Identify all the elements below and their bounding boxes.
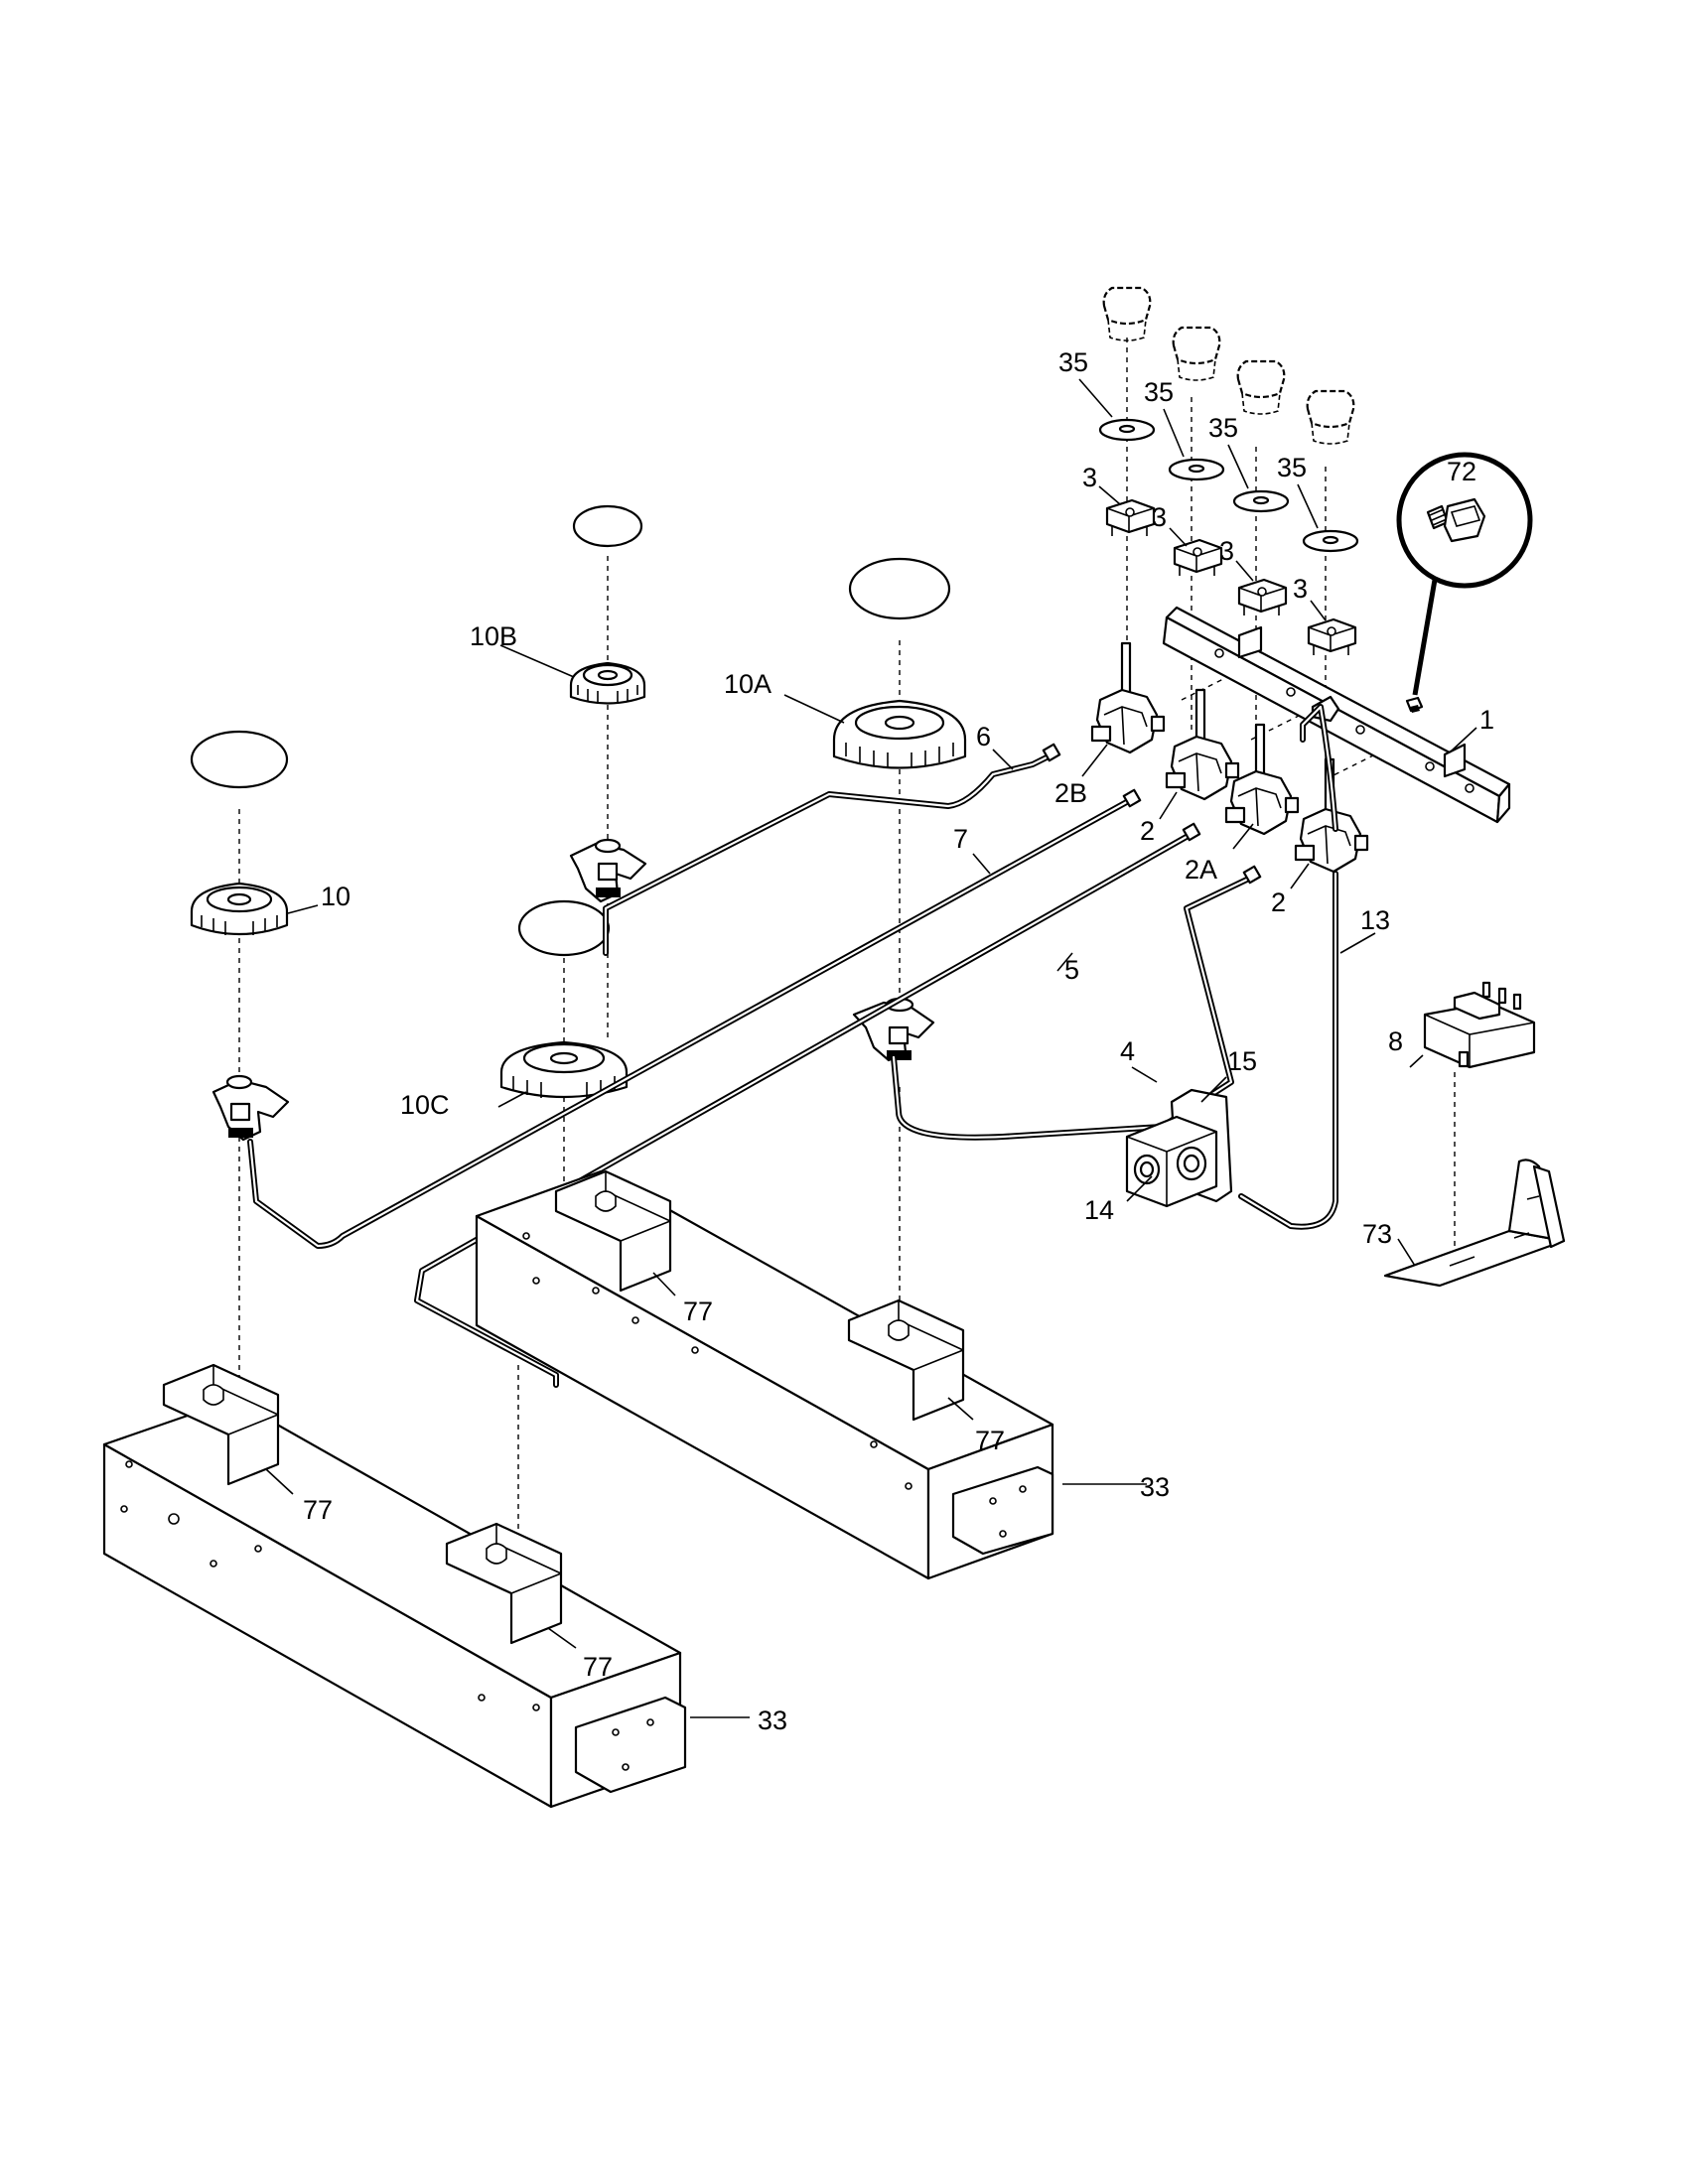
switch-icon (1307, 617, 1357, 655)
label-35: 35 (1208, 413, 1238, 443)
knob-icon (1172, 326, 1221, 381)
bracket-icon (445, 1522, 563, 1645)
label-2B: 2B (1054, 778, 1087, 808)
label-10: 10 (321, 882, 351, 911)
label-35: 35 (1144, 377, 1174, 407)
bezel-icon (1302, 529, 1359, 553)
label-2: 2 (1140, 816, 1155, 846)
label-3: 3 (1293, 574, 1308, 604)
label-5: 5 (1064, 955, 1079, 985)
label-10C: 10C (400, 1090, 450, 1120)
label-33: 33 (758, 1706, 787, 1735)
burner-base-icon (852, 997, 935, 1062)
valve-switches (1105, 498, 1357, 655)
label-35: 35 (1277, 453, 1307, 482)
label-3: 3 (1152, 502, 1167, 532)
label-72: 72 (1447, 457, 1476, 486)
part-labels: 35 35 35 35 3 3 3 3 72 1 2B 2 2A 2 10B 1… (303, 347, 1494, 1735)
label-8: 8 (1388, 1026, 1403, 1056)
label-77: 77 (303, 1495, 333, 1525)
gas-tubes (247, 704, 1338, 1388)
label-10A: 10A (724, 669, 772, 699)
label-4: 4 (1120, 1036, 1135, 1066)
small-screw-icon (1405, 696, 1424, 713)
label-77: 77 (683, 1297, 713, 1326)
burner-heads (190, 661, 967, 1099)
label-2A: 2A (1185, 855, 1217, 885)
valve-icon (1165, 688, 1240, 801)
spark-module (1423, 981, 1536, 1069)
label-77: 77 (583, 1652, 613, 1682)
bracket-icon (554, 1169, 672, 1293)
label-3: 3 (1082, 463, 1097, 492)
label-33: 33 (1140, 1472, 1170, 1502)
burner-brackets (162, 1169, 965, 1645)
bezel-icon (1168, 458, 1225, 481)
knob-icon (1306, 389, 1355, 445)
label-77: 77 (975, 1426, 1005, 1455)
burner-base-icon (569, 838, 647, 903)
label-13: 13 (1360, 905, 1390, 935)
burner-cap-icon (517, 899, 611, 957)
burner-box-front (102, 1398, 687, 1809)
valve-icon (1090, 641, 1166, 754)
valve-icon (1224, 723, 1300, 836)
burner-base-icon (211, 1074, 290, 1142)
label-14: 14 (1084, 1195, 1114, 1225)
label-35: 35 (1058, 347, 1088, 377)
screw-icon (1426, 497, 1486, 543)
label-15: 15 (1227, 1046, 1257, 1076)
burner-cap-icon (848, 557, 951, 620)
pressure-regulator (1125, 1088, 1233, 1208)
switch-icon (1173, 538, 1223, 576)
burner-head-icon (569, 661, 646, 705)
control-knobs (1102, 286, 1355, 445)
screw-callout (1396, 452, 1533, 713)
burner-valves (1090, 641, 1369, 874)
module-bracket (1383, 1159, 1566, 1288)
burner-box-rear (475, 1169, 1054, 1580)
burner-head-icon (499, 1040, 629, 1099)
burner-cap-icon (190, 730, 289, 789)
label-73: 73 (1362, 1219, 1392, 1249)
bezel-icon (1232, 489, 1290, 513)
bracket-icon (847, 1298, 965, 1422)
burner-cap-icon (572, 504, 643, 548)
label-3: 3 (1219, 536, 1234, 566)
burner-caps (190, 504, 951, 957)
leader-lines (265, 378, 1477, 1718)
bracket-icon (162, 1363, 280, 1486)
burner-head-icon (832, 699, 967, 769)
label-1: 1 (1479, 705, 1494, 735)
switch-icon (1105, 498, 1156, 536)
knob-icon (1236, 359, 1286, 415)
knob-bezels (1098, 418, 1359, 553)
bezel-icon (1098, 418, 1156, 442)
knob-icon (1102, 286, 1152, 341)
label-2: 2 (1271, 887, 1286, 917)
burner-head-icon (190, 882, 289, 936)
label-10B: 10B (470, 621, 517, 651)
label-7: 7 (953, 824, 968, 854)
switch-icon (1237, 578, 1288, 615)
label-6: 6 (976, 722, 991, 751)
